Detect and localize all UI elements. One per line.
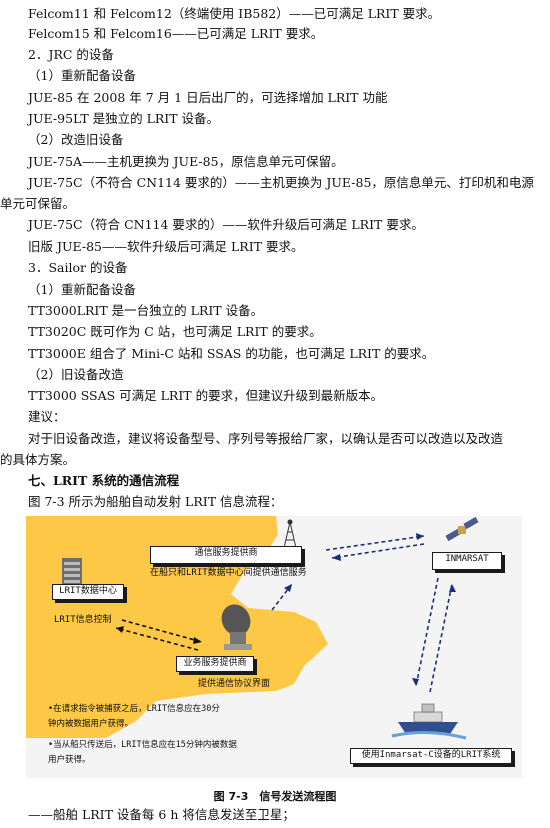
text-line: TT3000LRIT 是一台独立的 LRIT 设备。 — [28, 303, 264, 318]
text-line: 单元可保留。 — [0, 196, 76, 211]
note-line: 用户获得。 — [48, 755, 91, 765]
note-line: 钟内被数据用户获得。 — [48, 719, 134, 729]
satellite-icon — [445, 516, 479, 542]
inmarsat-box: INMARSAT — [432, 552, 502, 570]
text-line: JUE-75C（符合 CN114 要求的）——软件升级后可满足 LRIT 要求。 — [28, 217, 424, 232]
comm-provider-desc: 在船只和LRIT数据中心间提供通信服务 — [150, 568, 307, 578]
arrow-inmarsat-to-provider — [331, 543, 425, 559]
note-line: •当从船只传送后，LRIT信息应在15分钟内被数据 — [48, 740, 237, 750]
text-line: 建议： — [28, 409, 66, 424]
text-line: TT3000 SSAS 可满足 LRIT 的要求，但建议升级到最新版本。 — [28, 388, 384, 403]
text-line: TT3020C 既可作为 C 站，也可满足 LRIT 的要求。 — [28, 324, 322, 339]
sub-heading: （2）改造旧设备 — [28, 132, 124, 147]
yellow-region — [26, 516, 328, 738]
arrow-app-to-provider — [271, 583, 293, 611]
text-line: 对于旧设备改造，建议将设备型号、序列号等报给厂家，以确认是否可以改造以及改造 — [28, 431, 504, 446]
text-line: Felcom11 和 Felcom12（终端使用 IB582）——已可满足 LR… — [28, 6, 441, 21]
text-line: JUE-75A——主机更换为 JUE-85，原信息单元可保留。 — [28, 154, 344, 169]
arrow-app-to-dc — [115, 627, 199, 651]
text-line: JUE-85 在 2008 年 7 月 1 日后出厂的，可选择增加 LRIT 功… — [28, 90, 388, 105]
text-line: TT3000E 组合了 Mini-C 站和 SSAS 的功能，也可满足 LRIT… — [28, 346, 435, 361]
sub-heading: （2）旧设备改造 — [28, 367, 124, 382]
comm-provider-box: 通信服务提供商 — [150, 546, 302, 564]
section-heading: 2．JRC 的设备 — [28, 47, 114, 62]
text-line: 的具体方案。 — [0, 452, 76, 467]
ship-icon — [391, 703, 467, 740]
arrow-ship-to-inmarsat — [429, 583, 453, 693]
app-provider-box: 业务服务提供商 — [176, 656, 254, 672]
section-heading: 3．Sailor 的设备 — [28, 260, 128, 275]
chapter-heading: 七、LRIT 系统的通信流程 — [28, 473, 180, 488]
lrit-ctrl-label: LRIT信息控制 — [54, 615, 112, 625]
note-ship-15min: •当从船只传送后，LRIT信息应在15分钟内被数据 用户获得。 — [48, 738, 237, 768]
lrit-dc-box: LRIT数据中心 — [52, 584, 124, 600]
text-line: JUE-95LT 是独立的 LRIT 设备。 — [28, 111, 220, 126]
ship-system-box: 使用Inmarsat-C设备的LRIT系统 — [350, 748, 512, 764]
comm-provider-label: 通信服务提供商 — [194, 548, 258, 558]
satellite-dish-icon — [221, 604, 252, 650]
arrow-inmarsat-to-ship — [415, 577, 439, 687]
sub-heading: （1）重新配备设备 — [28, 68, 136, 83]
lrit-dc-label: LRIT数据中心 — [59, 586, 117, 596]
figure-graphics — [26, 516, 479, 740]
antenna-tower-icon — [283, 519, 297, 549]
lrit-flow-figure: 通信服务提供商 在船只和LRIT数据中心间提供通信服务 INMARSAT LRI… — [26, 516, 522, 778]
ship-system-label: 使用Inmarsat-C设备的LRIT系统 — [361, 750, 501, 760]
text-line: JUE-75C（不符合 CN114 要求的）——主机更换为 JUE-85，原信息… — [28, 175, 534, 190]
app-provider-label: 业务服务提供商 — [183, 658, 247, 668]
arrow-provider-to-inmarsat — [325, 535, 425, 551]
figure-caption: 图 7-3 信号发送流程图 — [213, 790, 337, 803]
inmarsat-label: INMARSAT — [445, 554, 489, 564]
text-line: 旧版 JUE-85——软件升级后可满足 LRIT 要求。 — [28, 239, 304, 254]
note-request-30min: •在请求指令被捕获之后，LRIT信息应在30分 钟内被数据用户获得。 — [48, 702, 220, 732]
sub-heading: （1）重新配备设备 — [28, 282, 136, 297]
note-line: •在请求指令被捕获之后，LRIT信息应在30分 — [48, 704, 220, 714]
text-line: Felcom15 和 Felcom16——已可满足 LRIT 要求。 — [28, 26, 324, 41]
text-line: ——船舶 LRIT 设备每 6 h 将信息发送至卫星； — [28, 807, 295, 822]
app-provider-desc: 提供通信协议界面 — [198, 679, 271, 689]
text-line: 图 7-3 所示为船舶自动发射 LRIT 信息流程： — [28, 494, 283, 509]
